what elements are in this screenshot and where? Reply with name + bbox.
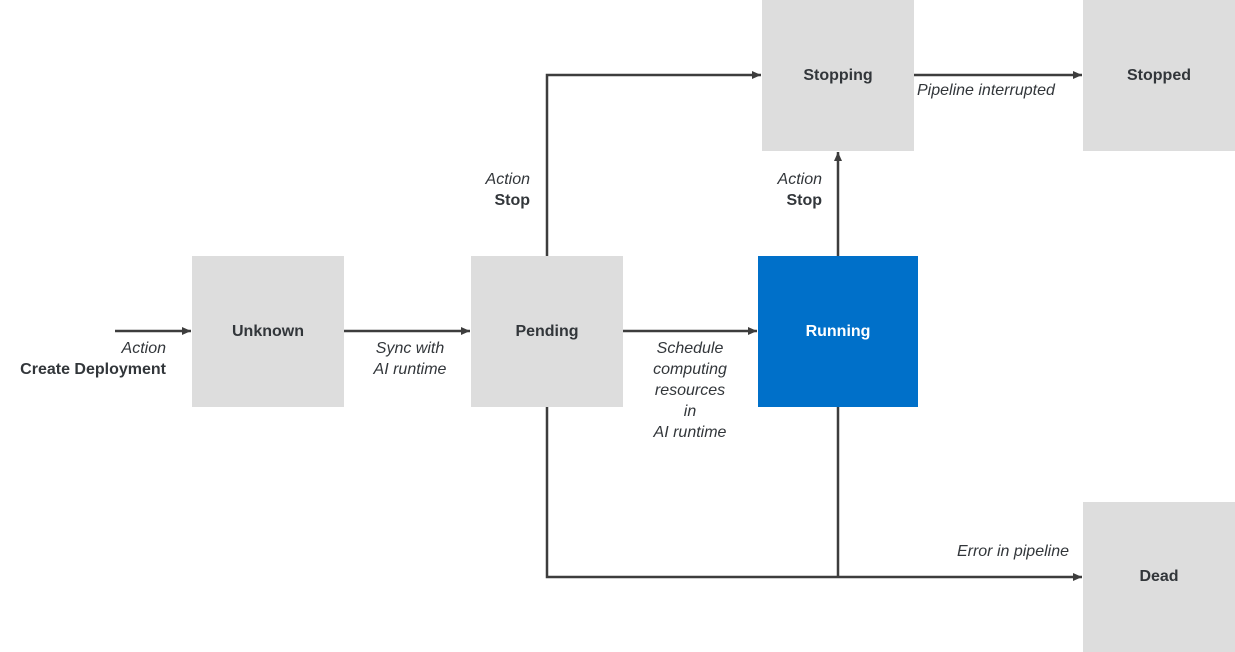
label-error-in-pipeline: Error in pipeline [956, 543, 1069, 560]
state-unknown: Unknown [192, 256, 344, 407]
state-stopping-label: Stopping [803, 66, 873, 84]
label-schedule-line: computing [653, 361, 727, 378]
label-schedule-line: Schedule [656, 340, 724, 357]
arrow-pending-to-dead [545, 407, 1082, 581]
label-pending-stop: Action Stop [486, 169, 530, 211]
state-dead-label: Dead [1139, 568, 1179, 585]
arrow-pending-to-stopping [545, 71, 761, 256]
label-sync-line: Sync with [375, 340, 445, 357]
state-running-label: Running [805, 322, 871, 340]
state-unknown-label: Unknown [232, 322, 304, 340]
label-create-name: Create Deployment [20, 361, 166, 378]
label-running-stop-action: Action [777, 171, 822, 188]
label-schedule-line: in [683, 403, 697, 420]
label-create-deployment: Action Create Deployment [20, 338, 166, 380]
state-pending: Pending [471, 256, 623, 407]
label-schedule: Schedule computing resources in AI runti… [630, 338, 750, 443]
label-pending-stop-name: Stop [494, 192, 530, 209]
state-stopped-label: Stopped [1127, 66, 1191, 84]
state-pending-label: Pending [515, 322, 579, 340]
state-running: Running [758, 256, 918, 407]
label-pending-stop-action: Action [485, 171, 530, 188]
label-sync-line: AI runtime [373, 361, 447, 378]
label-sync: Sync with AI runtime [360, 338, 460, 380]
label-schedule-line: resources [654, 382, 726, 399]
label-schedule-line: AI runtime [653, 424, 727, 441]
label-running-stop-name: Stop [786, 192, 822, 209]
state-stopping: Stopping [762, 0, 914, 151]
label-running-stop: Action Stop [778, 169, 822, 211]
label-pipeline-interrupted: Pipeline interrupted [917, 82, 1055, 99]
state-stopped: Stopped [1083, 0, 1235, 151]
label-create-action: Action [121, 340, 166, 357]
state-dead: Dead [1083, 502, 1235, 652]
